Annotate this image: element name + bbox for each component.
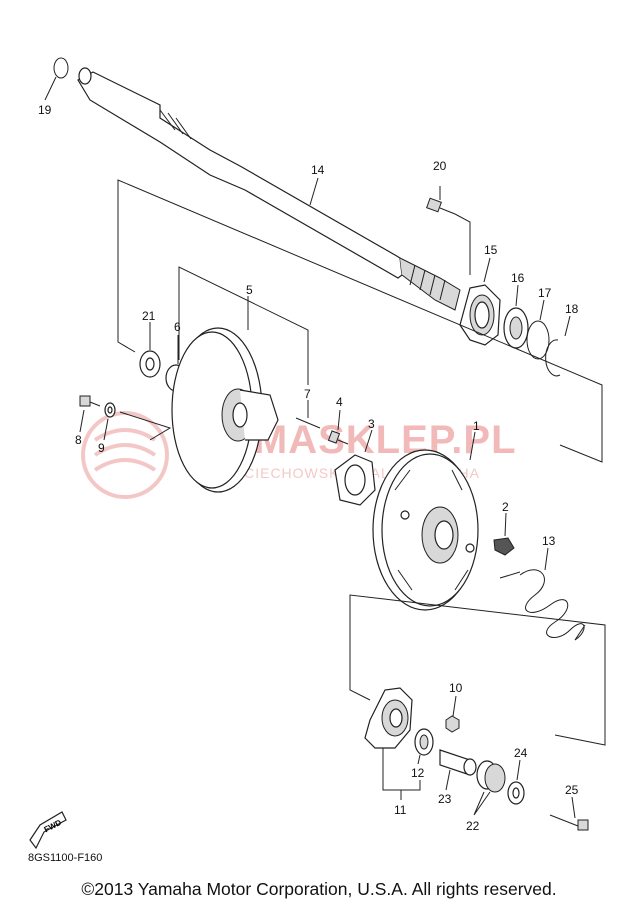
part-13-spring	[499, 547, 586, 641]
callout-15: 15	[484, 243, 498, 257]
callout-8: 8	[75, 433, 82, 447]
part-4-bolt	[327, 409, 349, 445]
part-19-o-ring	[44, 57, 69, 101]
part-18-circlip	[545, 315, 571, 377]
callout-11: 11	[394, 803, 407, 817]
callout-18: 18	[565, 302, 579, 316]
part-5-fixed-sheave	[171, 296, 279, 493]
part-7-stud	[295, 400, 321, 429]
callout-25: 25	[565, 783, 579, 797]
callout-6: 6	[174, 320, 181, 334]
callout-13: 13	[542, 534, 556, 548]
copyright-notice: ©2013 Yamaha Motor Corporation, U.S.A. A…	[81, 879, 557, 899]
callout-23: 23	[438, 792, 452, 806]
callout-2: 2	[502, 500, 509, 514]
callout-9: 9	[98, 441, 105, 455]
callout-5: 5	[246, 283, 253, 297]
part-1-movable-sheave	[372, 431, 479, 611]
part-11-cap	[364, 687, 421, 800]
part-3-gasket	[334, 429, 376, 506]
callout-21: 21	[142, 309, 156, 323]
part-25-bolt	[549, 796, 589, 831]
callout-19: 19	[38, 103, 52, 117]
part-15-bearing-housing	[459, 257, 501, 346]
part-22-bushings	[473, 760, 506, 816]
callout-22: 22	[466, 819, 480, 833]
part-10-nut	[445, 695, 460, 733]
callout-16: 16	[511, 271, 525, 285]
part-2-slider	[493, 512, 515, 556]
part-20-bolt	[426, 186, 471, 275]
callout-24: 24	[514, 746, 528, 760]
part-12-collar	[414, 728, 434, 765]
callout-4: 4	[336, 395, 343, 409]
callout-20: 20	[433, 159, 447, 173]
callout-17: 17	[538, 286, 552, 300]
callout-1: 1	[473, 419, 480, 433]
part-14-shaft	[77, 67, 461, 311]
part-23-sleeve	[439, 749, 477, 791]
watermark-logo	[81, 411, 169, 499]
part-17-ring	[526, 299, 550, 360]
part-16-bearing	[503, 284, 529, 349]
callout-7: 7	[304, 387, 311, 401]
callout-12: 12	[411, 766, 425, 780]
fwd-arrow-icon: FWD	[29, 811, 67, 850]
assembly-frame-lower	[349, 594, 606, 746]
diagram-code: 8GS1100-F160	[28, 852, 103, 864]
part-8-bolt	[79, 395, 101, 433]
assembly-frame-upper	[117, 179, 603, 463]
part-21-washer	[139, 322, 161, 378]
callout-3: 3	[368, 417, 375, 431]
callout-10: 10	[449, 681, 463, 695]
assembly-frame-sheave	[178, 266, 309, 385]
part-9-washer	[103, 402, 172, 441]
callout-14: 14	[311, 163, 325, 177]
part-24-washer	[507, 759, 525, 805]
